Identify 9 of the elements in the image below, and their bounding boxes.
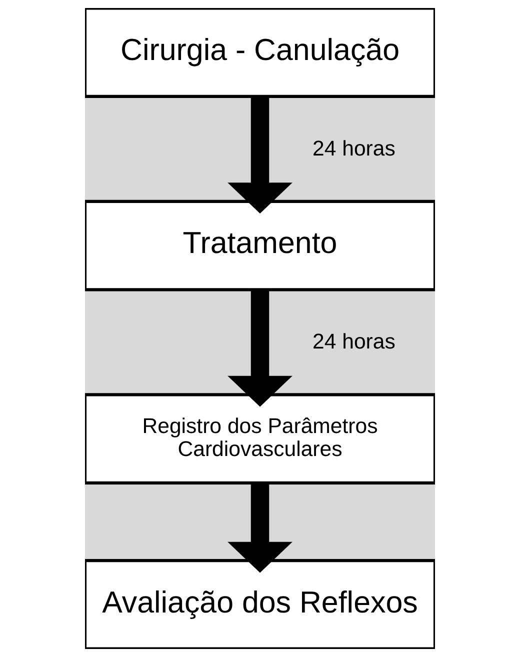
node-box: Cirurgia - Canulação <box>84 8 434 98</box>
edge-label: 24 horas <box>312 136 395 160</box>
arrow <box>227 96 292 214</box>
node-box: Avaliação dos Reflexos <box>84 559 434 649</box>
edge-label: 24 horas <box>312 330 395 354</box>
arrow <box>227 483 292 573</box>
arrow <box>227 290 292 407</box>
node-box: Tratamento <box>84 200 434 292</box>
node-box: Registro dos Parâmetros Cardiovasculares <box>84 393 434 484</box>
